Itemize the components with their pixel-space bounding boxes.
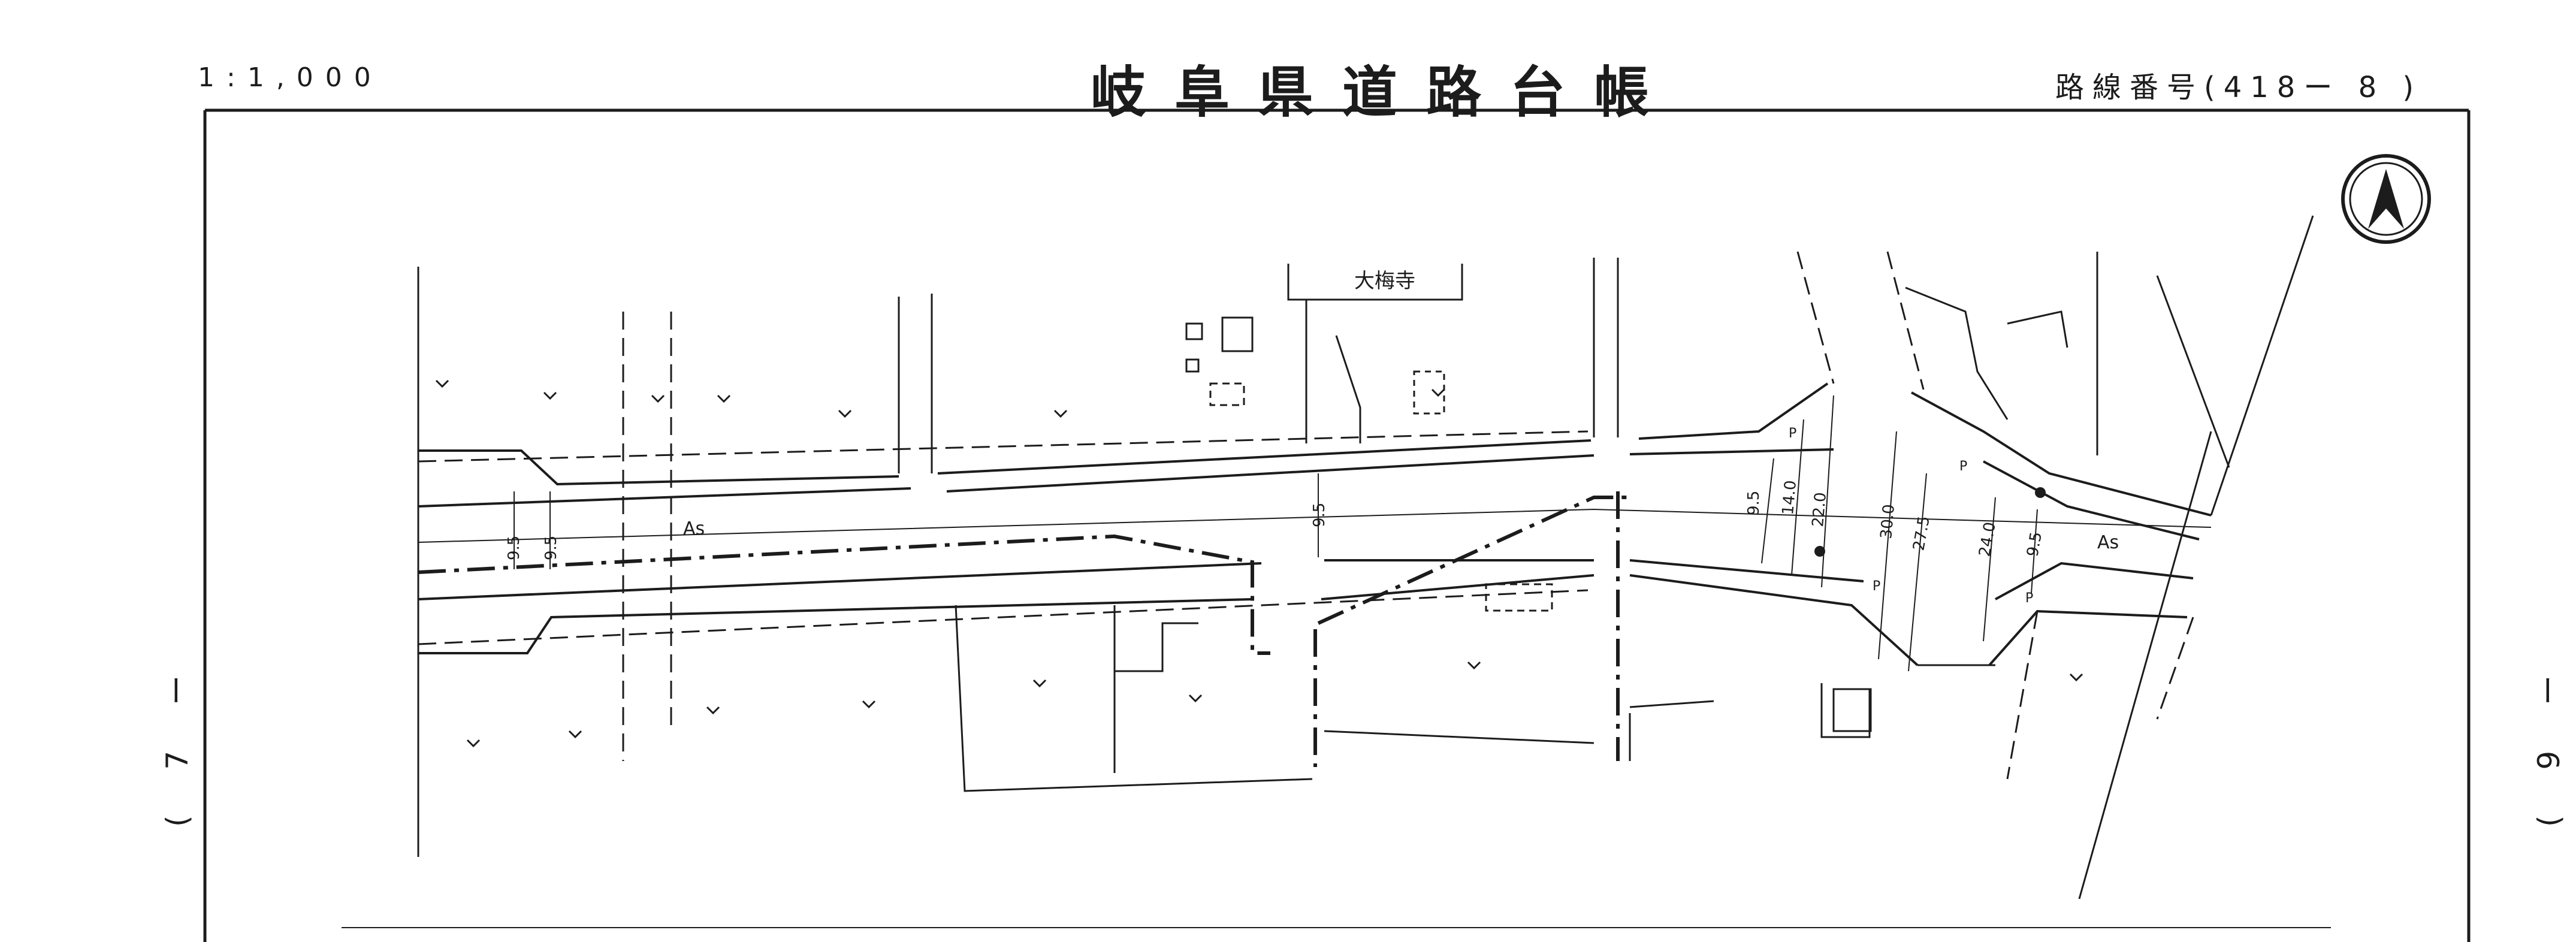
route-number: 路線番号(418ー 8 ) <box>2055 71 2423 104</box>
road-edges <box>418 382 2212 666</box>
parking-label: P <box>1959 459 1967 474</box>
width-label: 22.0 <box>1809 491 1830 527</box>
width-label: 9.5 <box>1310 503 1328 527</box>
width-label: 24.0 <box>1976 521 2000 558</box>
map-frame <box>203 108 2471 942</box>
road-area-line <box>418 491 1630 767</box>
width-label: 9.5 <box>2024 530 2046 558</box>
parking-label: P <box>1789 426 1796 441</box>
north-arrow-icon <box>2341 154 2431 244</box>
buildings <box>1185 316 1872 732</box>
manhole-symbols <box>1814 487 2046 557</box>
width-label: 9.5 <box>542 536 560 560</box>
width-label: 14.0 <box>1779 479 1800 515</box>
width-label: 27.5 <box>1910 515 1934 552</box>
place-label-temple: 大梅寺 <box>1354 269 1415 293</box>
surface-label-east: As <box>2097 532 2119 553</box>
parking-label: P <box>2025 591 2033 606</box>
width-label: 30.0 <box>1877 503 1898 539</box>
parcel-lines <box>417 215 2314 899</box>
land-use-symbols <box>435 379 2083 748</box>
width-label: 9.5 <box>1745 491 1763 515</box>
page-title: 岐阜県道路台帳 <box>1091 60 1678 125</box>
dimension-arrows <box>514 395 2038 672</box>
boundary-lines <box>418 251 2194 780</box>
width-label: 9.5 <box>505 536 523 560</box>
map-scale: 1:1,000 <box>198 62 383 93</box>
parking-label: P <box>1873 579 1880 594</box>
surface-label-west: As <box>683 518 705 539</box>
